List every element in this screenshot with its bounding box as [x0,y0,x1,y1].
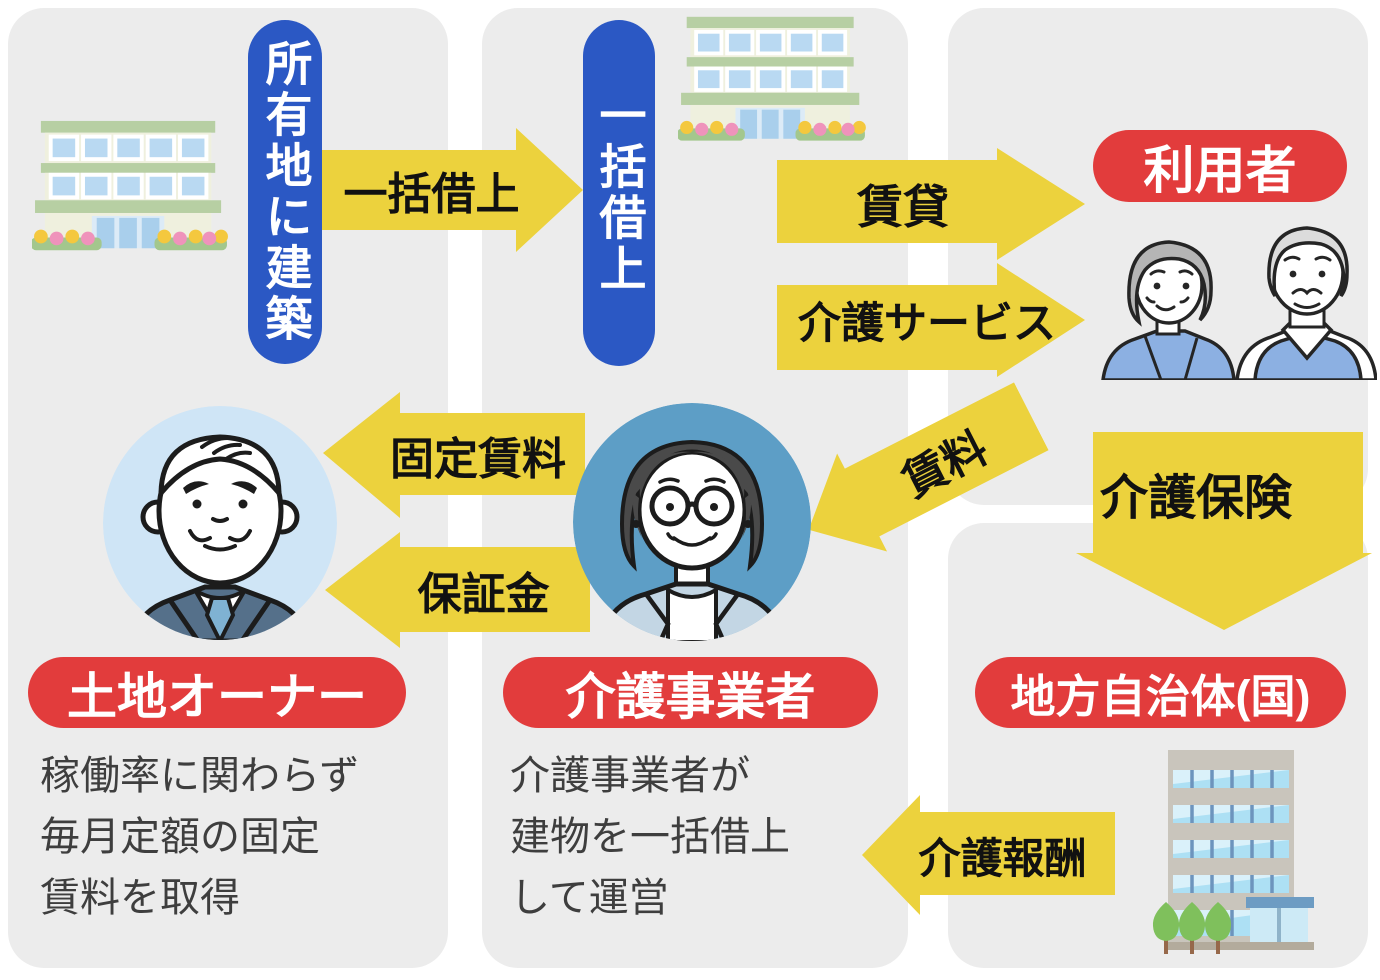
elderly-couple-icon [1101,226,1377,380]
bulk-lease-arrow-label: 一括借上 [343,170,520,219]
land-owner-avatar-icon [103,406,337,640]
care-provider-avatar-icon [573,403,811,641]
land-owner-description: 稼働率に関わらず 毎月定額の固定 賃料を取得 [40,746,359,929]
care-insurance-arrow-label: 介護保険 [1099,472,1292,525]
land-owner-label: 土地オーナー [67,668,367,725]
bulk-lease-pill: 一括借上 [583,20,655,366]
government-building-icon [1152,750,1314,954]
build-on-owned-land-label: 所有地に建築 [258,39,312,345]
care-facility-building-icon [678,16,866,141]
care-provider-description: 介護事業者が 建物を一括借上 して運営 [510,746,790,929]
land-owner-description-line: 稼働率に関わらず [40,754,360,798]
land-owner-description-line: 毎月定額の固定 [40,815,320,859]
land-owner-description-line: 賃料を取得 [40,876,240,920]
care-provider-description-line: 建物を一括借上 [510,815,790,859]
user-label: 利用者 [1143,142,1297,199]
care-provider-description-line: して運営 [510,876,669,920]
care-fee-arrow: 介護報酬 [862,795,1115,915]
care-provider-description-line: 介護事業者が [510,754,750,798]
rental-arrow-label: 賃貸 [857,181,949,233]
care-provider-pill: 介護事業者 [503,657,878,728]
user-pill: 利用者 [1093,130,1347,202]
care-fee-arrow-label: 介護報酬 [918,834,1087,882]
deposit-arrow-label: 保証金 [417,570,550,619]
municipality-label: 地方自治体(国) [1010,671,1311,722]
care-provider-label: 介護事業者 [565,668,816,725]
care-service-arrow-label: 介護サービス [798,300,1056,348]
build-on-owned-land-pill: 所有地に建築 [248,20,322,364]
municipality-pill: 地方自治体(国) [975,657,1346,728]
land-owner-pill: 土地オーナー [28,657,406,728]
care-facility-building-icon [32,120,228,251]
bulk-lease-pill-label: 一括借上 [592,91,646,295]
deposit-arrow: 保証金 [325,532,590,648]
fixed-rent-arrow-label: 固定賃料 [390,435,566,484]
